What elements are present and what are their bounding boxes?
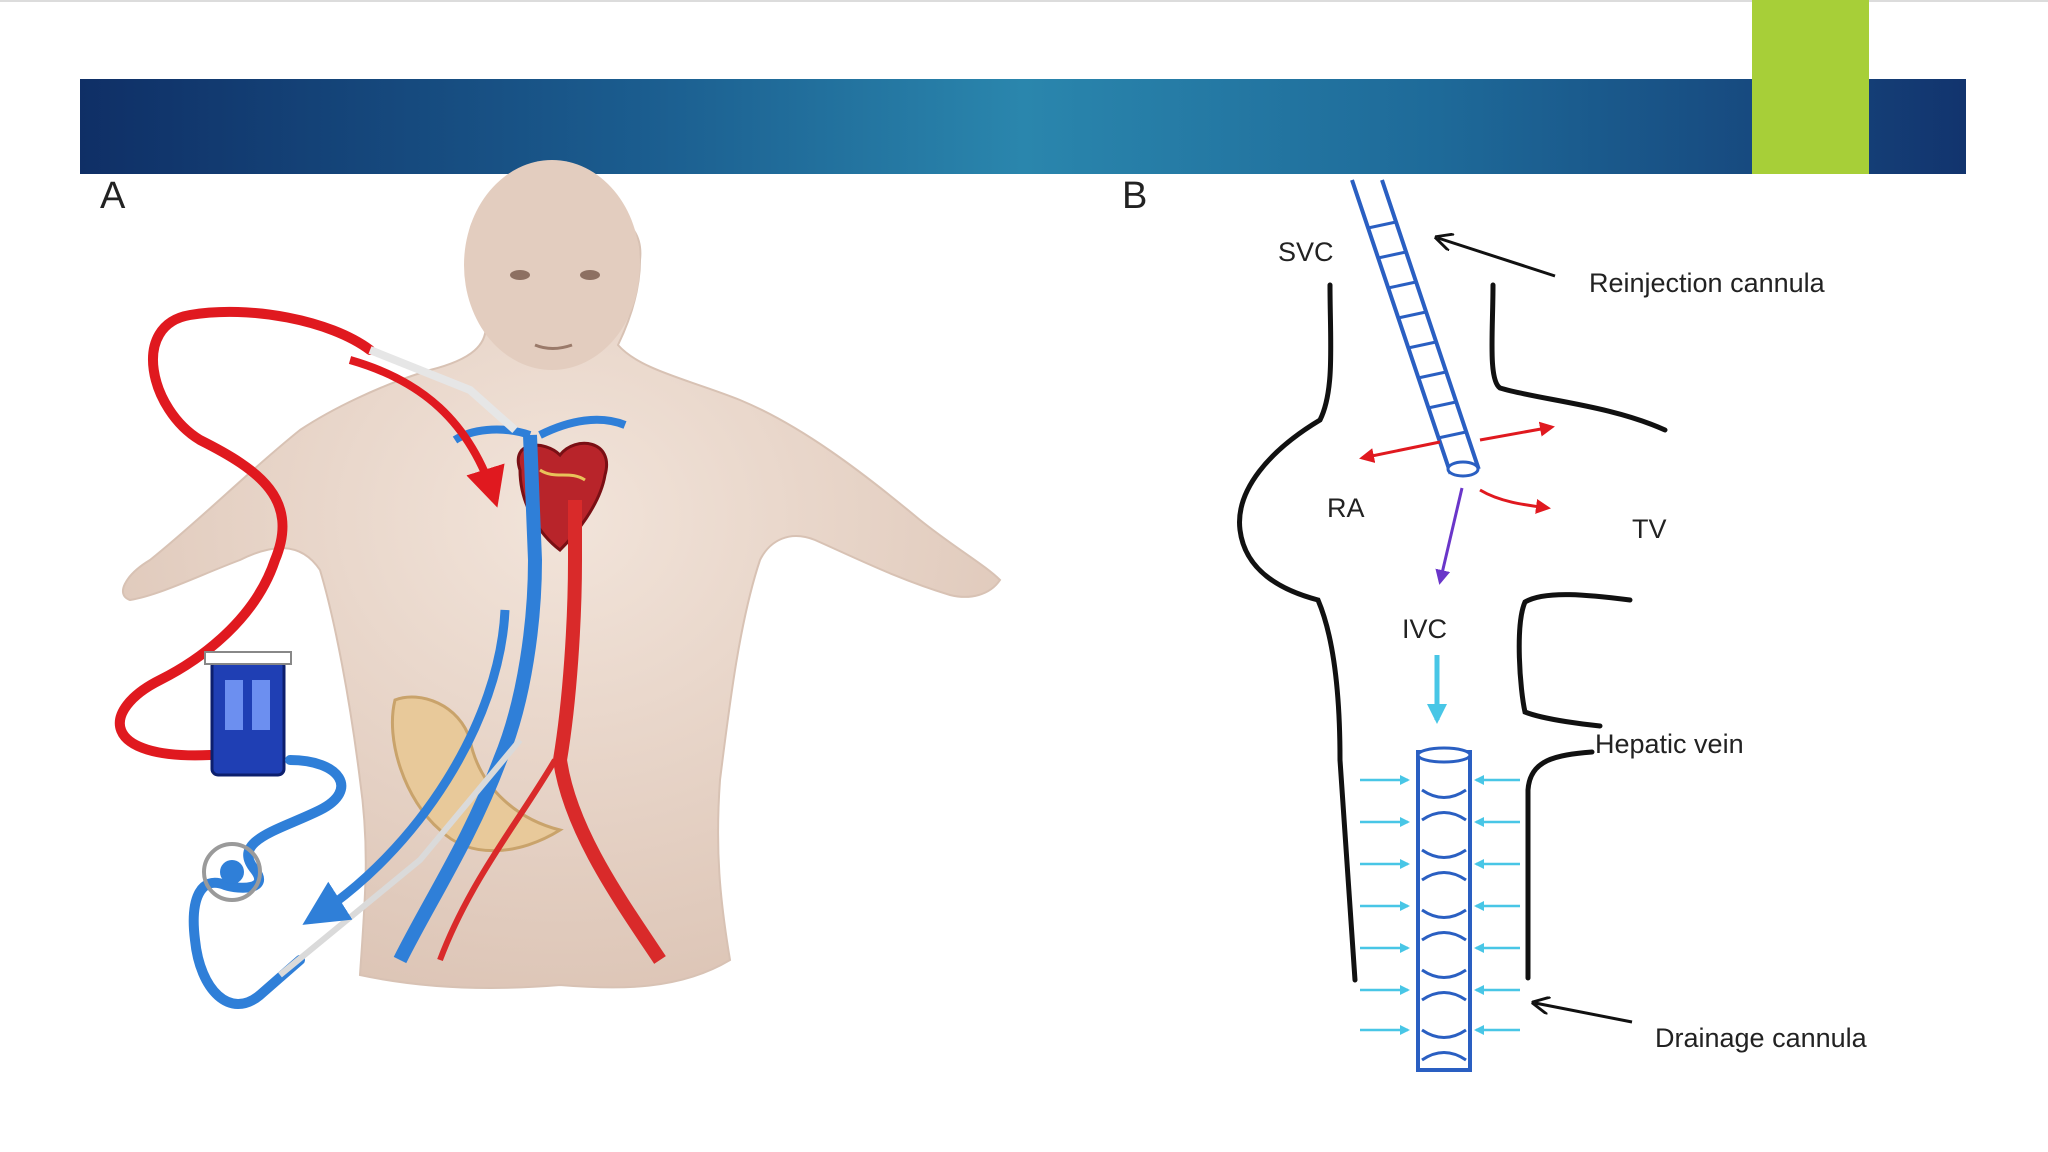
label-reinjection-cannula: Reinjection cannula [1589, 268, 1826, 298]
label-svc: SVC [1278, 237, 1334, 267]
figure-white-backdrop [90, 174, 1964, 314]
drainage-cannula [278, 738, 523, 978]
vessel-walls [1237, 282, 1668, 983]
label-drainage-cannula: Drainage cannula [1655, 1023, 1868, 1053]
label-ivc: IVC [1402, 614, 1447, 644]
panel-b-label: B [1122, 175, 1147, 217]
drainage-cannula-b [1416, 746, 1472, 1072]
side-inflow-arrows [1360, 775, 1520, 1035]
aorta-vessel [552, 500, 666, 964]
accent-bar [1752, 0, 1869, 174]
human-body-illustration [121, 160, 1002, 989]
label-tv: TV [1632, 514, 1667, 544]
reinjection-cannula [1350, 179, 1481, 478]
ecmo-pump-head [202, 842, 262, 902]
return-flow-arrow [348, 356, 505, 508]
flow-arrow-to-tv [1479, 488, 1551, 514]
label-ra: RA [1327, 493, 1365, 523]
flow-arrow-to-ivc [1435, 487, 1464, 585]
title-banner [80, 79, 1966, 174]
label-hepatic-vein: Hepatic vein [1595, 729, 1744, 759]
flow-arrow-to-ra [1359, 440, 1441, 463]
femoral-artery-branch [437, 758, 558, 962]
drainage-flow-arrow [302, 609, 510, 925]
top-divider [0, 0, 2048, 2]
flow-arrow-to-right-atrium-wall [1479, 421, 1555, 442]
return-line-red [114, 306, 375, 761]
panel-a-label: A [100, 175, 126, 217]
return-cannula [368, 346, 518, 433]
ecmo-oxygenator [204, 651, 292, 777]
neck-vein-branch [452, 415, 627, 444]
reinjection-pointer-arrow [1438, 238, 1556, 278]
drainage-line-blue [188, 755, 347, 1009]
drainage-pointer-arrow [1535, 1003, 1633, 1024]
